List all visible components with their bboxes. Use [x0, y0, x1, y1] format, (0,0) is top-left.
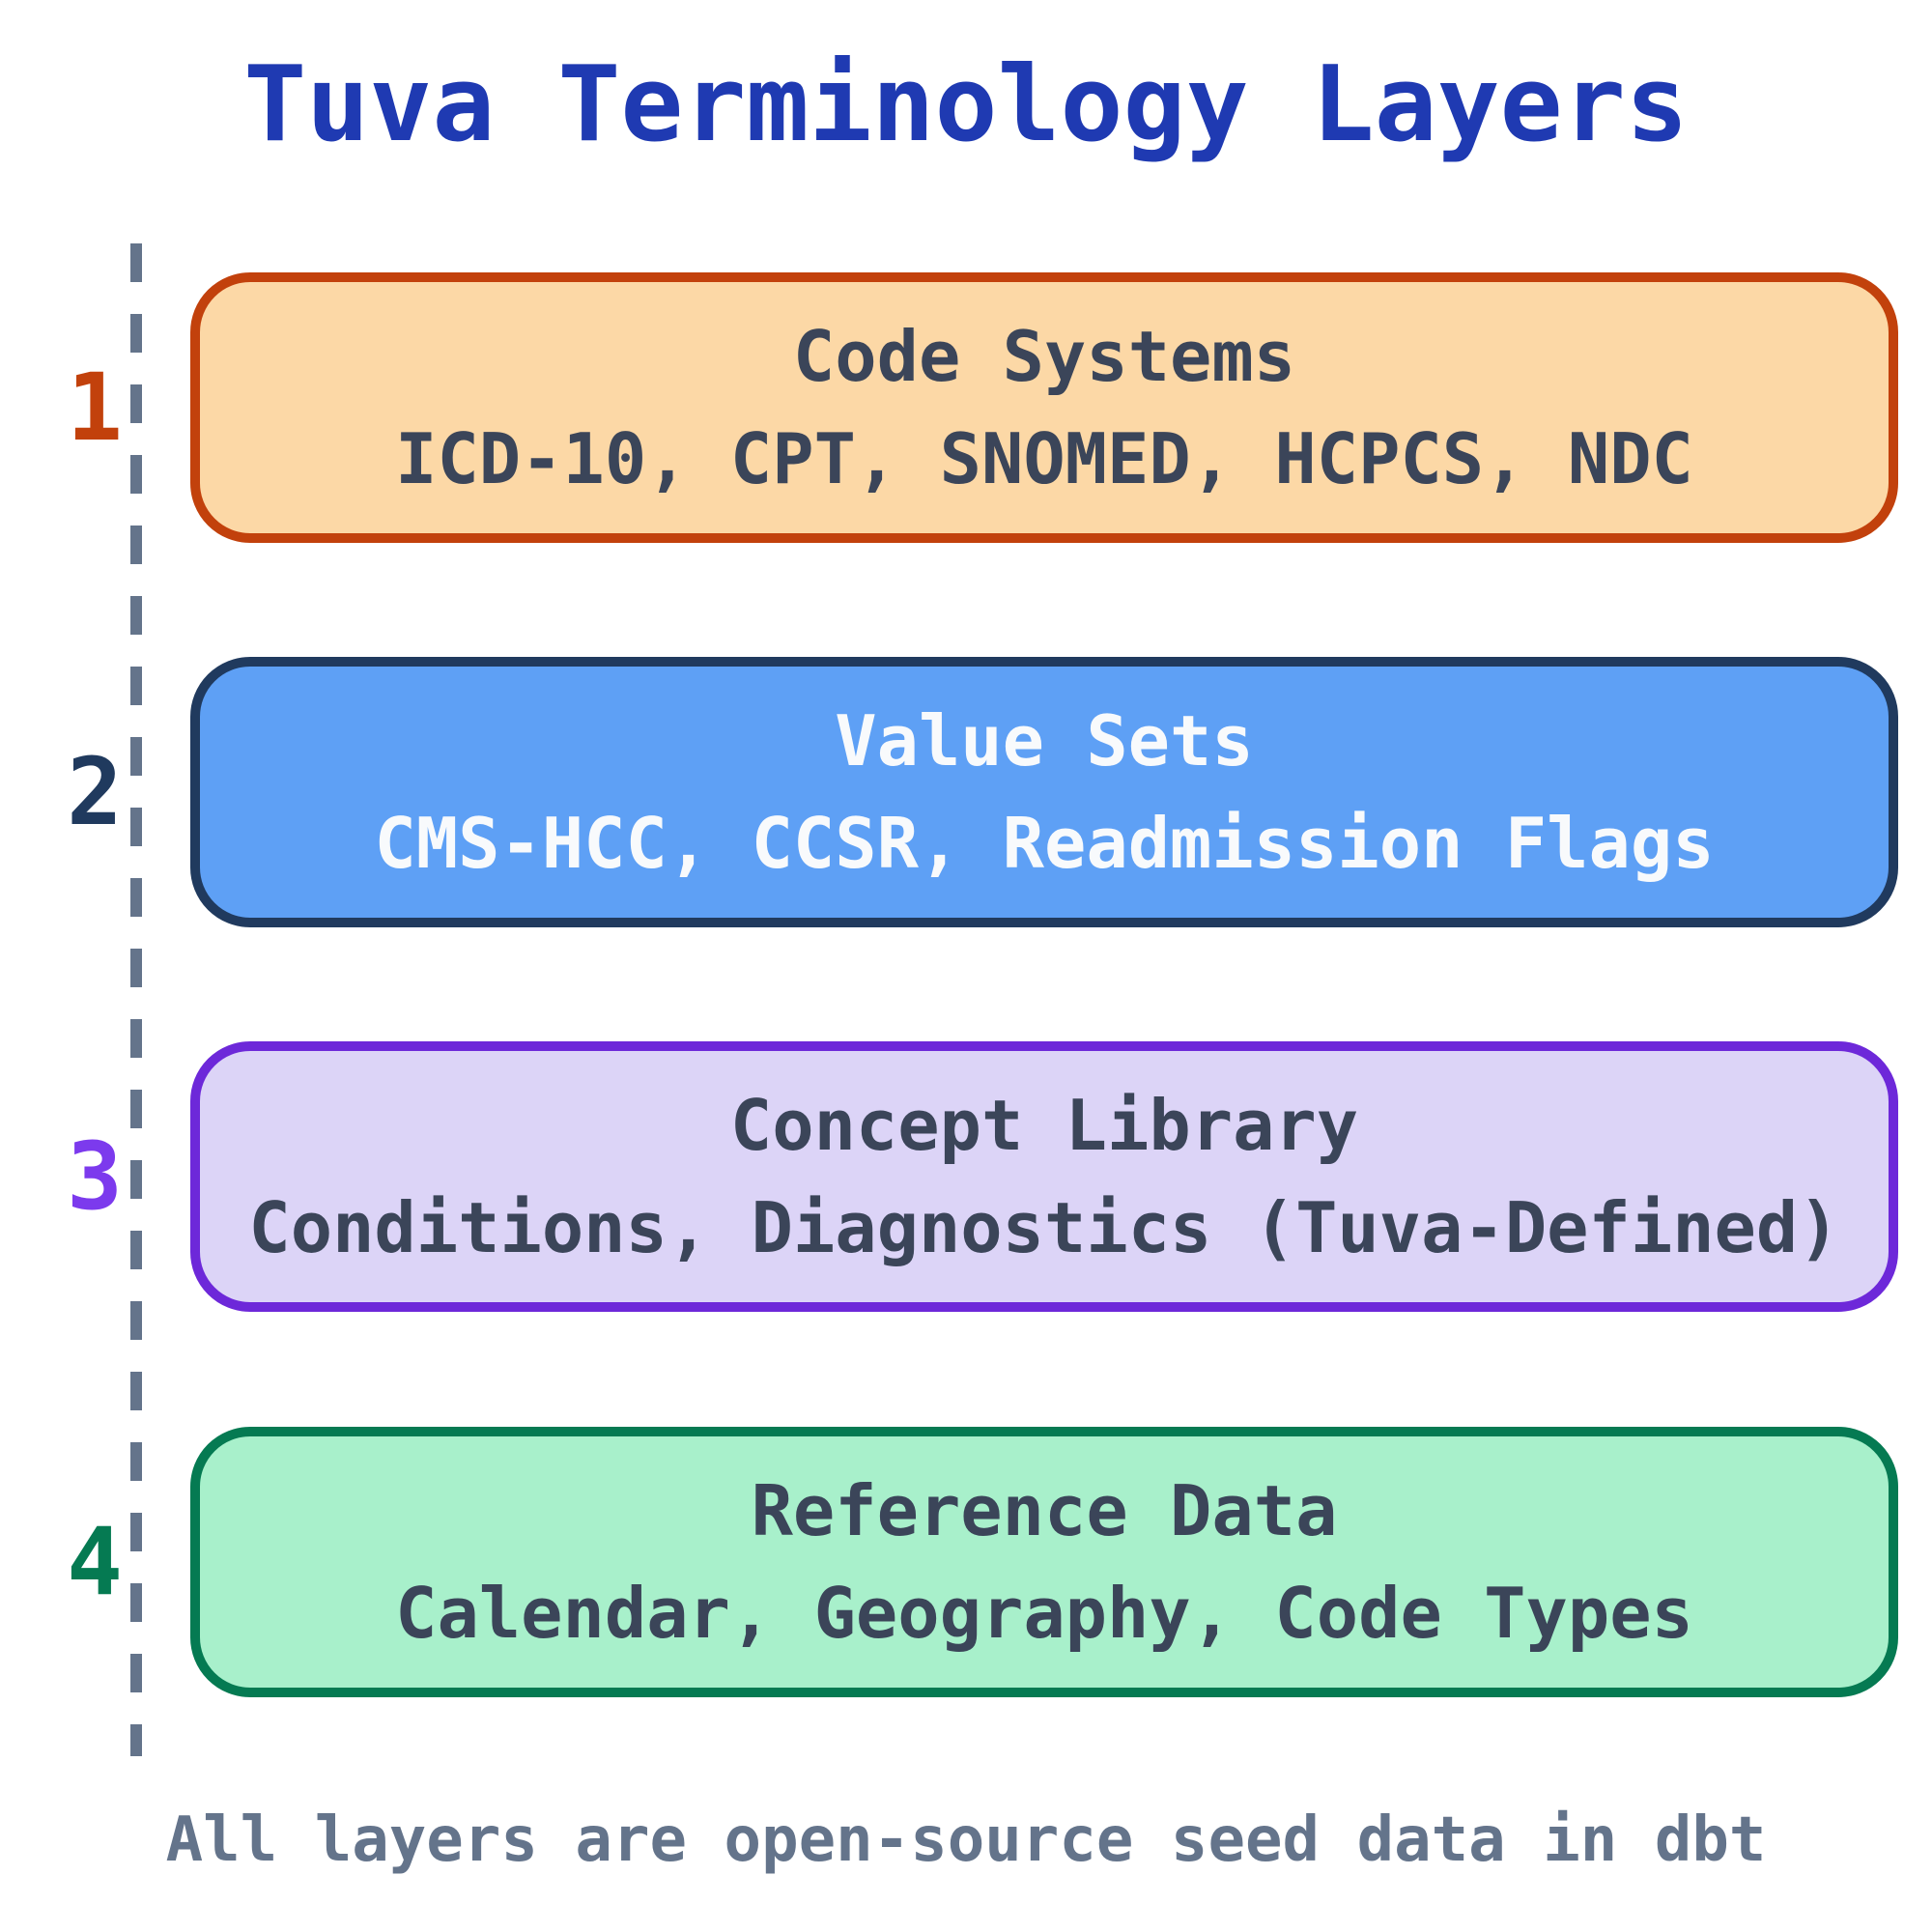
layer-axis-dashed-line	[130, 243, 142, 1756]
layer-heading: Value Sets	[835, 700, 1254, 781]
layer-subtitle: Calendar, Geography, Code Types	[395, 1573, 1693, 1654]
layer-heading: Reference Data	[751, 1470, 1338, 1551]
layer-number-1: 1	[67, 354, 123, 462]
layer-heading: Concept Library	[729, 1085, 1359, 1166]
layer-box-value-sets: Value Sets CMS-HCC, CCSR, Readmission Fl…	[190, 657, 1898, 927]
layer-number-2: 2	[67, 738, 123, 846]
layer-row-code-systems: 1 Code Systems ICD-10, CPT, SNOMED, HCPC…	[0, 272, 1932, 543]
layer-box-reference-data: Reference Data Calendar, Geography, Code…	[190, 1427, 1898, 1697]
layer-row-reference-data: 4 Reference Data Calendar, Geography, Co…	[0, 1427, 1932, 1697]
layer-row-value-sets: 2 Value Sets CMS-HCC, CCSR, Readmission …	[0, 657, 1932, 927]
layer-subtitle: CMS-HCC, CCSR, Readmission Flags	[374, 803, 1715, 884]
footer-note: All layers are open-source seed data in …	[165, 1804, 1767, 1876]
layer-box-concept-library: Concept Library Conditions, Diagnostics …	[190, 1041, 1898, 1312]
page-title: Tuva Terminology Layers	[243, 44, 1689, 165]
layer-row-concept-library: 3 Concept Library Conditions, Diagnostic…	[0, 1041, 1932, 1312]
layer-number-4: 4	[67, 1508, 123, 1616]
layer-box-code-systems: Code Systems ICD-10, CPT, SNOMED, HCPCS,…	[190, 272, 1898, 543]
layer-subtitle: ICD-10, CPT, SNOMED, HCPCS, NDC	[395, 418, 1693, 499]
layer-heading: Code Systems	[792, 316, 1296, 397]
layer-subtitle: Conditions, Diagnostics (Tuva-Defined)	[248, 1187, 1840, 1268]
layer-number-3: 3	[67, 1122, 123, 1231]
